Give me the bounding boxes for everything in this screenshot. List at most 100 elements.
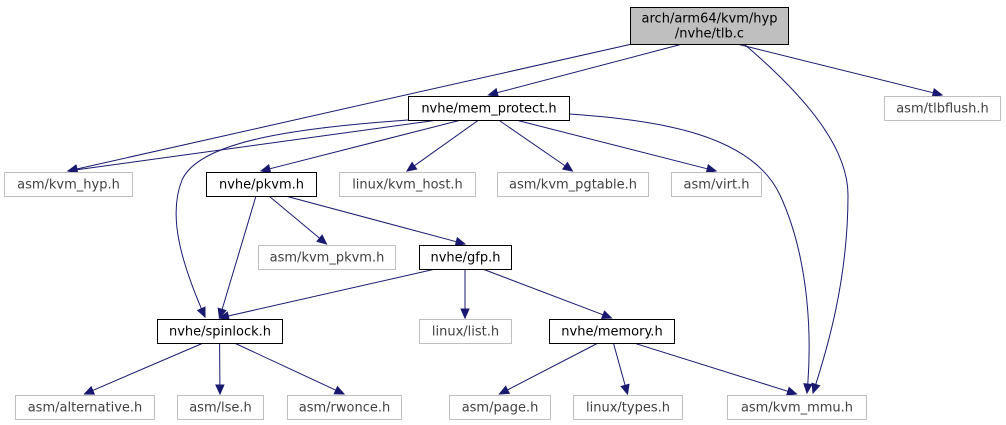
node-label: /nvhe/tlb.c bbox=[675, 27, 744, 42]
edge-line bbox=[234, 342, 337, 391]
edge-spinlock-to-lse bbox=[215, 342, 225, 396]
node-lse: asm/lse.h bbox=[177, 395, 264, 420]
node-box bbox=[408, 96, 570, 121]
node-label: asm/kvm_hyp.h bbox=[17, 178, 120, 193]
edge-line bbox=[228, 268, 436, 317]
edge-line bbox=[76, 43, 633, 170]
edge-arrowhead bbox=[217, 307, 227, 320]
edge-mem_protect-to-pkvm bbox=[259, 119, 462, 174]
node-kvm-pkvm: asm/kvm_pkvm.h bbox=[258, 245, 396, 270]
node-box bbox=[15, 395, 155, 420]
edge-pkvm-to-spinlock bbox=[217, 195, 257, 320]
node-kvm-mmu: asm/kvm_mmu.h bbox=[727, 395, 867, 420]
edge-arrowhead bbox=[215, 384, 225, 396]
edge-line bbox=[633, 342, 789, 392]
edge-arrowhead bbox=[405, 161, 418, 172]
node-virt: asm/virt.h bbox=[671, 172, 762, 197]
edge-spinlock-to-rwonce bbox=[234, 342, 346, 395]
edge-mem_protect-to-virt bbox=[515, 119, 718, 174]
edge-line bbox=[568, 113, 810, 394]
edge-pkvm-to-gfp bbox=[285, 195, 467, 247]
node-types: linux/types.h bbox=[573, 395, 683, 420]
node-label: linux/kvm_host.h bbox=[352, 178, 463, 193]
edge-arrowhead bbox=[83, 385, 96, 395]
edge-line bbox=[285, 195, 457, 243]
edge-line bbox=[269, 119, 462, 170]
node-box bbox=[573, 395, 683, 420]
edge-line bbox=[76, 119, 439, 171]
edge-line bbox=[498, 119, 566, 167]
node-box bbox=[549, 319, 675, 344]
edge-gfp-to-memory bbox=[482, 268, 613, 320]
edge-arrowhead bbox=[620, 383, 630, 396]
node-box bbox=[157, 319, 283, 344]
edge-line bbox=[507, 342, 599, 391]
edge-line bbox=[482, 268, 604, 316]
node-gfp[interactable]: nvhe/gfp.h bbox=[419, 245, 512, 270]
node-label: nvhe/memory.h bbox=[561, 325, 662, 340]
node-label: asm/kvm_mmu.h bbox=[741, 401, 853, 416]
node-label: linux/types.h bbox=[586, 401, 670, 416]
edge-arrowhead bbox=[316, 234, 328, 245]
node-box bbox=[339, 172, 476, 197]
node-pkvm[interactable]: nvhe/pkvm.h bbox=[206, 172, 317, 197]
edge-line bbox=[414, 119, 479, 167]
node-label: nvhe/spinlock.h bbox=[169, 325, 271, 340]
node-mem-protect[interactable]: nvhe/mem_protect.h bbox=[408, 96, 570, 121]
node-root[interactable]: arch/arm64/kvm/hyp/nvhe/tlb.c bbox=[630, 7, 789, 45]
edge-gfp-to-spinlock bbox=[218, 268, 436, 321]
edge-line bbox=[743, 43, 849, 394]
edge-arrowhead bbox=[218, 311, 230, 321]
node-box bbox=[449, 395, 551, 420]
edge-line bbox=[268, 195, 320, 239]
node-box bbox=[419, 245, 512, 270]
edge-mem_protect-to-kvm_pgtable bbox=[498, 119, 574, 172]
node-kvm-host: linux/kvm_host.h bbox=[339, 172, 476, 197]
edge-arrowhead bbox=[811, 382, 821, 395]
edge-line bbox=[612, 342, 626, 386]
edge-arrowhead bbox=[785, 386, 798, 396]
edge-arrowhead bbox=[196, 306, 206, 319]
node-label: arch/arm64/kvm/hyp bbox=[642, 12, 778, 27]
node-label: asm/lse.h bbox=[189, 401, 252, 416]
node-label: asm/kvm_pkvm.h bbox=[270, 251, 385, 266]
edge-spinlock-to-alternative bbox=[83, 342, 204, 395]
node-label: linux/list.h bbox=[432, 325, 499, 340]
edge-arrowhead bbox=[259, 164, 272, 174]
nodes-layer: arch/arm64/kvm/hyp/nvhe/tlb.c nvhe/mem_pr… bbox=[4, 7, 1001, 420]
edge-arrowhead bbox=[803, 383, 813, 395]
edge-line bbox=[92, 342, 204, 391]
node-label: asm/kvm_pgtable.h bbox=[509, 178, 637, 193]
edge-root-to-tlbflush bbox=[736, 43, 944, 98]
node-memory[interactable]: nvhe/memory.h bbox=[549, 319, 675, 344]
node-box bbox=[206, 172, 317, 197]
edge-memory-to-page bbox=[498, 342, 599, 395]
edge-mem_protect-to-kvm_mmu bbox=[568, 113, 813, 395]
node-label: asm/tlbflush.h bbox=[896, 102, 989, 117]
edge-arrowhead bbox=[498, 385, 511, 395]
node-box bbox=[630, 7, 789, 45]
edge-pkvm-to-kvm_pkvm bbox=[268, 195, 328, 245]
node-box bbox=[671, 172, 762, 197]
node-page: asm/page.h bbox=[449, 395, 551, 420]
node-kvm-hyp: asm/kvm_hyp.h bbox=[4, 172, 133, 197]
edge-arrowhead bbox=[460, 308, 470, 320]
edges-layer bbox=[66, 43, 944, 396]
edge-arrowhead bbox=[600, 310, 613, 320]
node-box bbox=[4, 172, 133, 197]
edge-line bbox=[736, 43, 934, 94]
node-box bbox=[287, 395, 402, 420]
node-spinlock[interactable]: nvhe/spinlock.h bbox=[157, 319, 283, 344]
node-rwonce: asm/rwonce.h bbox=[287, 395, 402, 420]
edge-mem_protect-to-spinlock bbox=[175, 119, 409, 319]
node-box bbox=[884, 96, 1001, 121]
node-list: linux/list.h bbox=[419, 319, 512, 344]
edge-arrowhead bbox=[487, 87, 499, 98]
edge-line bbox=[221, 195, 257, 310]
edge-line bbox=[497, 43, 683, 94]
edge-mem_protect-to-kvm_hyp bbox=[66, 119, 439, 175]
edge-memory-to-kvm_mmu bbox=[633, 342, 798, 396]
edge-arrowhead bbox=[333, 385, 346, 395]
edge-arrowhead bbox=[931, 88, 944, 98]
